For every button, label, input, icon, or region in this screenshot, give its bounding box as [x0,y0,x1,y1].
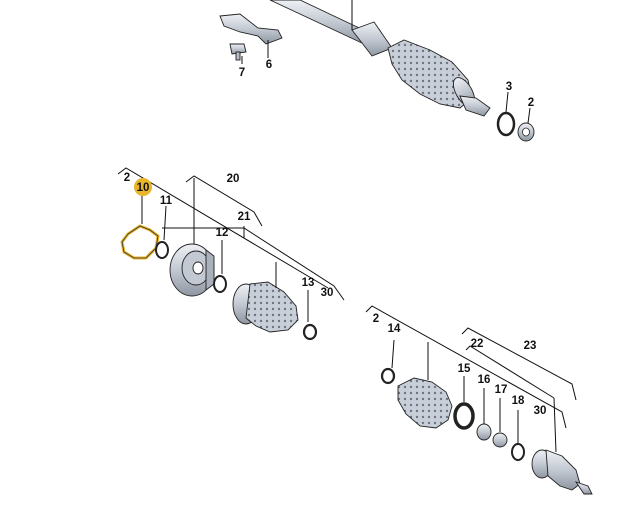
label-16: 16 [478,374,491,386]
cap-17 [492,432,508,448]
label-14: 14 [388,323,401,335]
flange-joint [169,243,215,297]
label-7: 7 [239,67,245,79]
nut-2-top [517,122,535,142]
label-12: 12 [216,227,229,239]
ring-11 [155,241,169,259]
boot-end [531,449,593,495]
label-17: 17 [495,384,508,396]
label-11: 11 [160,195,173,207]
washer-16 [476,423,492,441]
boot-low [397,377,453,429]
gasket-10 [120,224,160,260]
ring-12 [213,275,227,293]
label-2-low: 2 [373,313,379,325]
label-13: 13 [302,277,315,289]
ring-15 [453,402,475,430]
label-2-top: 2 [528,97,534,109]
label-3: 3 [506,81,512,93]
label-30-low: 30 [534,405,547,417]
label-15: 15 [458,363,471,375]
label-10: 10 [137,182,150,194]
bracket-lines-mid [117,167,345,301]
label-30-mid: 30 [321,287,334,299]
drive-shaft-top [219,0,535,142]
label-21: 21 [238,211,251,223]
clamp-13 [302,323,318,341]
ring-18 [511,443,525,461]
label-22: 22 [471,338,484,350]
ring-3 [496,111,516,137]
label-18: 18 [512,395,525,407]
highlight-badge-10 [134,178,152,196]
bolt-7 [229,43,247,61]
label-6: 6 [266,59,272,71]
bracket-6 [219,13,283,45]
bracket-lines-low [365,305,577,453]
label-2-mid: 2 [124,172,130,184]
boot-mid [232,281,299,333]
clamp-14 [380,367,396,385]
label-20: 20 [227,173,240,185]
label-23: 23 [524,340,537,352]
